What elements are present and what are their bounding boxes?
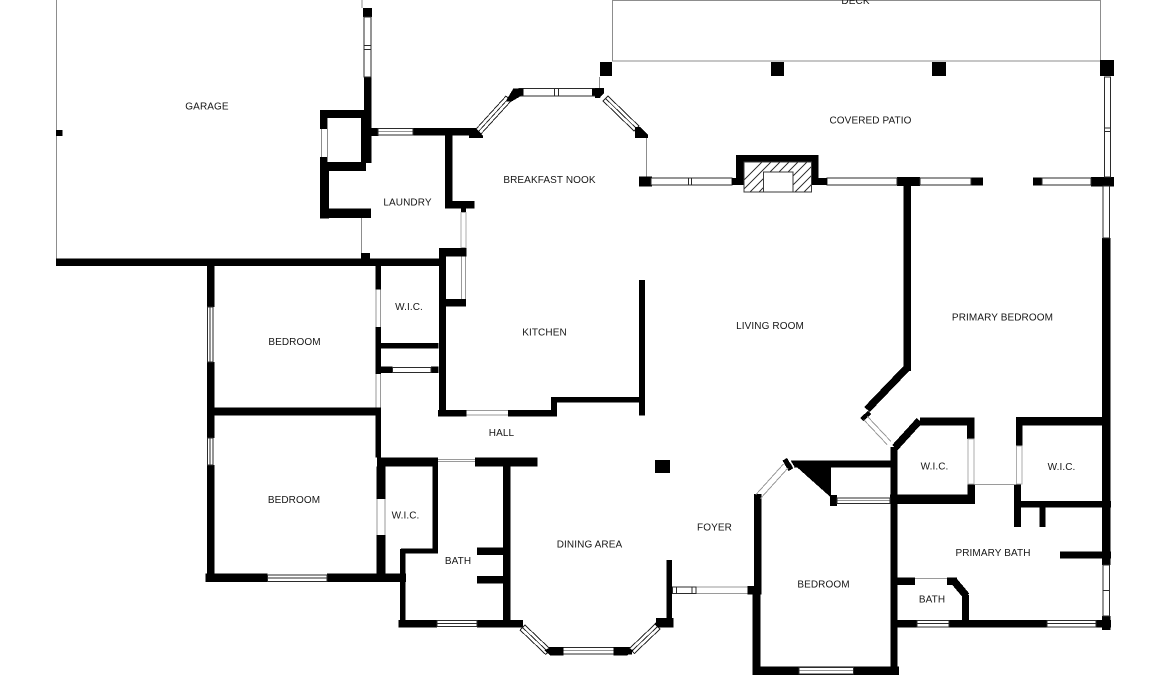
svg-text:FOYER: FOYER <box>697 523 732 534</box>
svg-text:GARAGE: GARAGE <box>185 102 229 113</box>
svg-text:PRIMARY BATH: PRIMARY BATH <box>955 548 1030 559</box>
svg-text:DECK: DECK <box>841 0 869 7</box>
svg-text:LAUNDRY: LAUNDRY <box>383 198 432 209</box>
svg-text:BEDROOM: BEDROOM <box>268 337 320 348</box>
svg-text:BEDROOM: BEDROOM <box>797 580 849 591</box>
svg-text:LIVING ROOM: LIVING ROOM <box>736 321 804 332</box>
svg-text:HALL: HALL <box>489 428 515 439</box>
svg-text:W.I.C.: W.I.C. <box>921 462 949 473</box>
svg-text:W.I.C.: W.I.C. <box>1048 462 1076 473</box>
svg-text:KITCHEN: KITCHEN <box>522 328 567 339</box>
svg-text:BEDROOM: BEDROOM <box>268 495 320 506</box>
svg-text:W.I.C.: W.I.C. <box>392 511 420 522</box>
svg-text:W.I.C.: W.I.C. <box>395 302 423 313</box>
svg-text:BATH: BATH <box>919 595 945 606</box>
svg-text:COVERED PATIO: COVERED PATIO <box>829 116 911 127</box>
svg-text:DINING AREA: DINING AREA <box>557 540 623 551</box>
svg-text:BATH: BATH <box>445 556 471 567</box>
svg-text:BREAKFAST NOOK: BREAKFAST NOOK <box>503 175 596 186</box>
svg-text:PRIMARY BEDROOM: PRIMARY BEDROOM <box>952 313 1053 324</box>
